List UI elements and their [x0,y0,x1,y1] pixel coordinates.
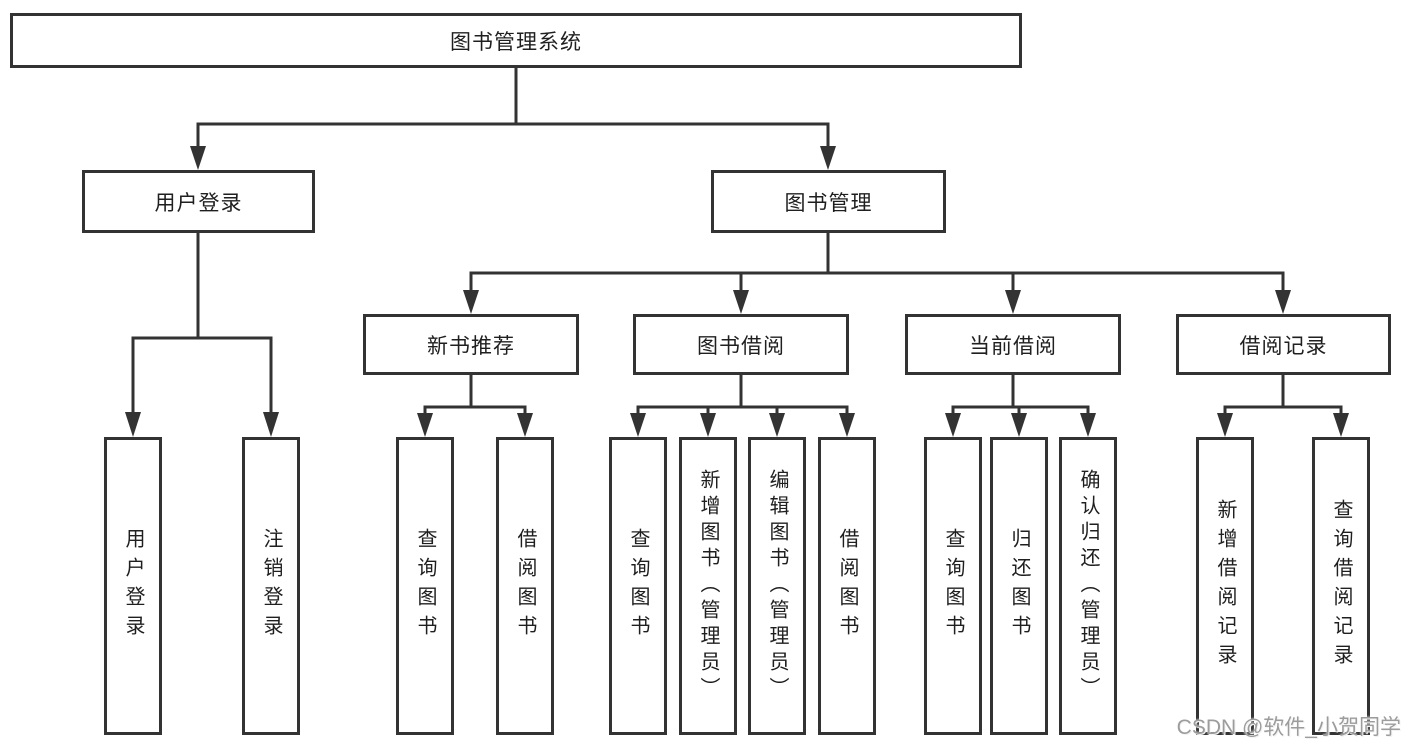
leaf-newbook-borrow-books: 借阅图书 [496,437,554,735]
leaf-current-return-books: 归还图书 [990,437,1048,735]
node-book-management: 图书管理 [711,170,946,233]
leaf-newbook-query-books-label: 查询图书 [414,528,436,644]
node-new-book-recommend: 新书推荐 [363,314,579,375]
leaf-records-add-record-label: 新增借阅记录 [1214,499,1236,673]
leaf-borrow-query-books-label: 查询图书 [627,528,649,644]
connector-userlogin-to-leaves [131,233,273,416]
leaf-borrow-borrow-books: 借阅图书 [818,437,876,735]
node-borrow-records: 借阅记录 [1176,314,1391,375]
leaf-borrow-edit-books: 编辑图书（管理员） [748,437,806,735]
connector-currentborrow-to-leaves [951,375,1090,415]
arrowheads-level2 [190,146,836,170]
connector-bookmgmt-to-level3 [469,233,1285,292]
leaf-borrow-edit-books-label: 编辑图书（管理员） [766,469,788,703]
leaf-records-query-record-label: 查询借阅记录 [1330,499,1352,673]
node-user-login-group: 用户登录 [82,170,315,233]
node-new-book-recommend-label: 新书推荐 [427,334,515,358]
connector-records-to-leaves [1223,375,1343,415]
leaf-user-login: 用户登录 [104,437,162,735]
connector-bookborrow-to-leaves [636,375,849,415]
leaf-logout: 注销登录 [242,437,300,735]
connector-root-to-level2 [196,68,830,150]
node-book-borrow: 图书借阅 [633,314,849,375]
arrowheads-level3 [463,290,1291,314]
arrowheads-bookborrow-leaves [630,413,855,437]
leaf-borrow-add-books: 新增图书（管理员） [679,437,737,735]
node-user-login-group-label: 用户登录 [154,191,243,215]
leaf-newbook-borrow-books-label: 借阅图书 [514,528,536,644]
leaf-user-login-label: 用户登录 [122,528,144,644]
leaf-newbook-query-books: 查询图书 [396,437,454,735]
leaf-current-confirm-return: 确认归还（管理员） [1059,437,1117,735]
leaf-current-query-books: 查询图书 [924,437,982,735]
node-root-label: 图书管理系统 [450,30,582,54]
leaf-current-return-books-label: 归还图书 [1008,528,1030,644]
node-current-borrow-label: 当前借阅 [969,334,1057,358]
leaf-records-query-record: 查询借阅记录 [1312,437,1370,735]
leaf-borrow-query-books: 查询图书 [609,437,667,735]
arrowheads-records-leaves [1217,413,1349,437]
leaf-records-add-record: 新增借阅记录 [1196,437,1254,735]
csdn-watermark: CSDN @软件_小贺同学 [1176,716,1401,739]
arrowheads-newbook-leaves [417,413,533,437]
connector-newbook-to-leaves [423,375,527,415]
arrowheads-userlogin-leaves [125,412,279,437]
node-book-management-label: 图书管理 [784,191,873,215]
arrowheads-currentborrow-leaves [945,413,1096,437]
node-borrow-records-label: 借阅记录 [1239,334,1328,358]
leaf-logout-label: 注销登录 [260,528,282,644]
node-current-borrow: 当前借阅 [905,314,1121,375]
leaf-borrow-add-books-label: 新增图书（管理员） [697,469,719,703]
leaf-current-query-books-label: 查询图书 [942,528,964,644]
node-book-borrow-label: 图书借阅 [697,334,785,358]
leaf-current-confirm-return-label: 确认归还（管理员） [1077,469,1099,703]
leaf-borrow-borrow-books-label: 借阅图书 [836,528,858,644]
node-root: 图书管理系统 [10,13,1022,68]
